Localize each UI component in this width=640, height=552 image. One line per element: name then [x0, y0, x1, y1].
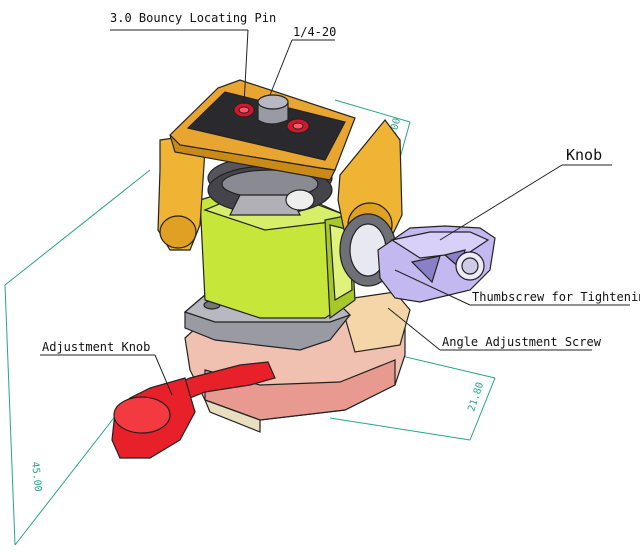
locating-pins	[233, 102, 310, 134]
leader-lines	[40, 29, 630, 396]
label-thread: 1/4-20	[293, 25, 336, 39]
label-angle-screw: Angle Adjustment Screw	[442, 335, 602, 349]
label-knob: Knob	[566, 146, 602, 164]
dimension-height: 45.00	[29, 461, 43, 492]
mounting-screw	[257, 94, 289, 125]
label-locating-pin: 3.0 Bouncy Locating Pin	[110, 11, 276, 25]
swivel-collar	[207, 155, 333, 216]
tightening-knob	[377, 225, 496, 303]
top-plate	[169, 79, 356, 181]
adjustment-lever	[111, 361, 276, 459]
label-adjustment-knob: Adjustment Knob	[42, 340, 150, 354]
label-thumbscrew: Thumbscrew for Tightening	[472, 290, 640, 304]
